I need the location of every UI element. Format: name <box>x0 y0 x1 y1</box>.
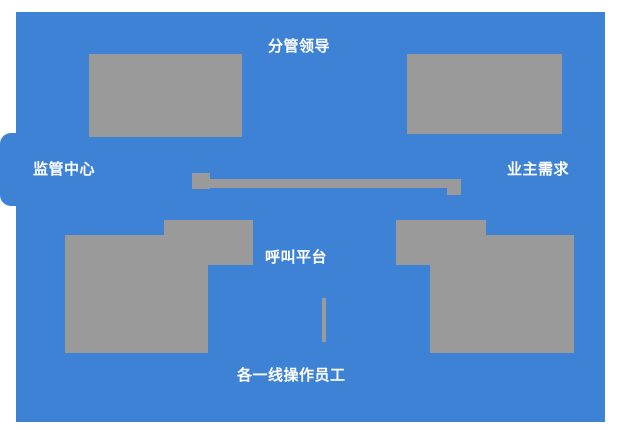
label-frontline-staff: 各一线操作员工 <box>237 366 346 384</box>
connector-bar-shaft <box>192 179 458 188</box>
center-tick-mark <box>322 298 326 342</box>
label-supervising-leader: 分管领导 <box>268 37 331 55</box>
top-left-block <box>89 54 242 137</box>
label-supervision-center: 监管中心 <box>33 160 96 178</box>
bottom-right-block-main <box>430 235 574 353</box>
bottom-left-block-main <box>65 235 208 353</box>
top-right-block <box>407 54 562 134</box>
label-call-platform: 呼叫平台 <box>265 248 328 266</box>
label-owner-demand: 业主需求 <box>507 160 570 178</box>
connector-bar-right-cap <box>447 179 461 195</box>
blue-background-panel <box>16 12 605 422</box>
